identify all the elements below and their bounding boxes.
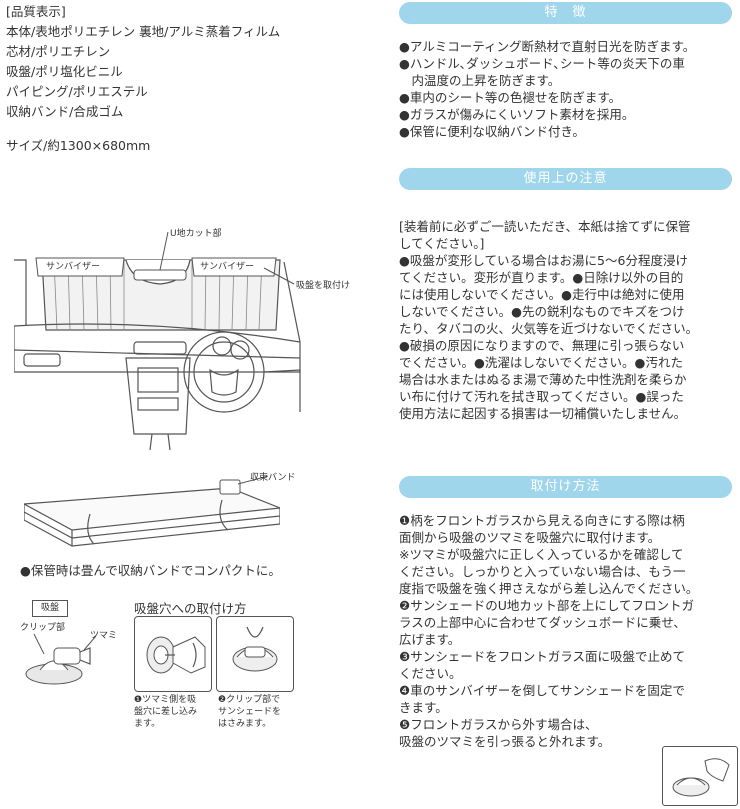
suction-cup-illustration — [24, 630, 124, 690]
suction-attach-label: 吸盤を取付け — [296, 281, 351, 291]
car-dashboard-diagram — [13, 222, 304, 451]
install-step1-image — [134, 616, 212, 692]
band-label: 収束バンド — [250, 473, 296, 483]
spec-line-suction: 吸盤/ポリ塩化ビニル — [6, 64, 123, 79]
knob-label: ツマミ — [90, 631, 118, 641]
features-text: ●アルミコーティング断熱材で直射日光を防ぎます。 ●ハンドル､ダッシュボード､シ… — [399, 39, 696, 139]
features-header: 特 徴 — [399, 2, 732, 24]
spec-line-piping: パイピング/ポリエステル — [6, 84, 148, 99]
installation-text: ❶柄をフロントガラスから見える向きにする際は柄 面側から吸盤のツマミを吸盤穴に取… — [399, 513, 699, 749]
visor-right-label: サンバイザー — [200, 262, 255, 272]
install-step1-text: ❶ツマミ側を吸 盤穴に差し込み ます。 — [134, 695, 198, 729]
u-cut-label: U地カット部 — [170, 229, 222, 239]
clip-label: クリップ部 — [20, 623, 66, 633]
removal-illustration — [662, 746, 738, 806]
precautions-text: [装着前に必ずご一読いただき、本紙は捨てずに保管 してください。] ●吸盤が変形… — [399, 219, 699, 421]
spec-line-heading: [品質表示] — [6, 4, 66, 19]
spec-size: サイズ/約1300×680mm — [6, 138, 151, 153]
precautions-header: 使用上の注意 — [399, 168, 732, 190]
visor-left-label: サンバイザー — [46, 262, 101, 272]
spec-line-band: 収納バンド/合成ゴム — [6, 104, 124, 119]
install-step2-text: ❷クリップ部で サンシェードを はさみます。 — [218, 695, 282, 729]
folded-shade-diagram — [21, 474, 281, 552]
installation-header: 取付け方法 — [399, 476, 732, 498]
install-step2-image — [216, 616, 294, 692]
spec-line-body: 本体/表地ポリエチレン 裏地/アルミ蒸着フィルム — [6, 24, 281, 39]
folded-caption: ●保管時は畳んで収納バンドでコンパクトに。 — [20, 563, 281, 578]
suction-box: 吸盤 — [32, 600, 68, 617]
suction-box-label: 吸盤 — [40, 603, 59, 613]
spec-line-core: 芯材/ポリエチレン — [6, 44, 111, 59]
install-title: 吸盤穴への取付け方 — [134, 601, 247, 616]
